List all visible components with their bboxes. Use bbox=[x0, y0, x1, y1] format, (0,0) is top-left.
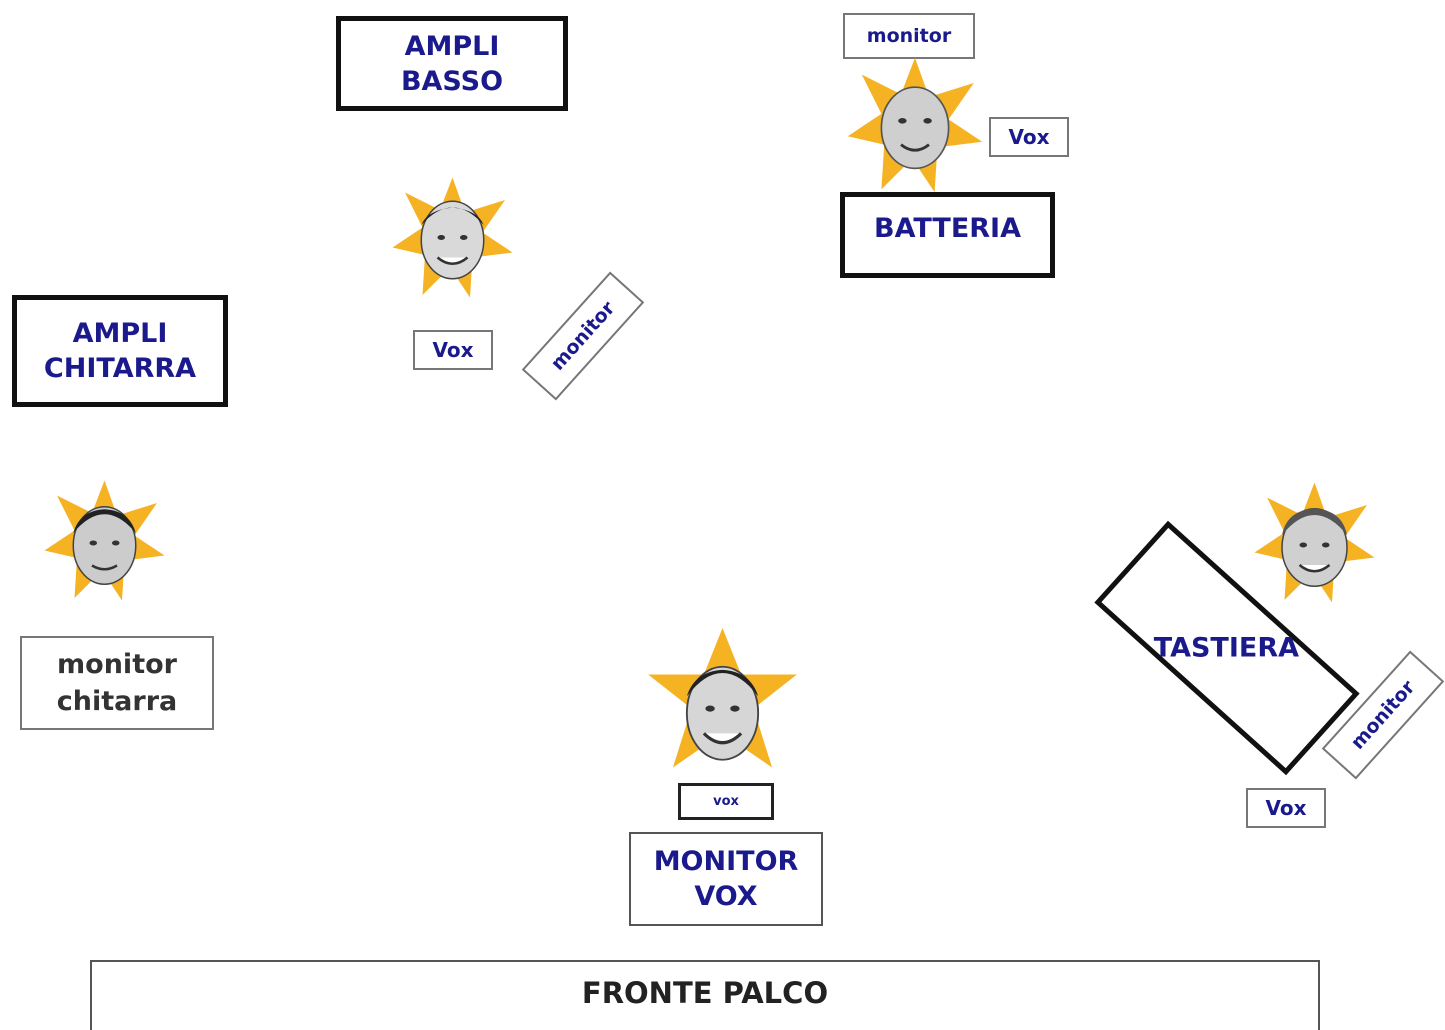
monitor-basso-box: monitor bbox=[521, 271, 645, 401]
monitor-chitarra-box: monitor chitarra bbox=[20, 636, 214, 730]
monitor-batteria-box: monitor bbox=[843, 13, 975, 59]
vox-basso-box: Vox bbox=[413, 330, 493, 370]
monitor-tastiera-label: monitor bbox=[1346, 676, 1420, 754]
ampli-basso-box: AMPLI BASSO bbox=[336, 16, 568, 111]
musician-basso bbox=[390, 175, 515, 300]
batteria-label: BATTERIA bbox=[873, 213, 1021, 244]
fronte-palco-label: FRONTE PALCO bbox=[581, 976, 829, 1010]
monitor-vox-box: MONITOR VOX bbox=[629, 832, 823, 926]
vox-tastiera-box: Vox bbox=[1246, 788, 1326, 828]
vox-voce-label: vox bbox=[713, 794, 739, 809]
monitor-batteria-label: monitor bbox=[866, 25, 952, 47]
batteria-box: BATTERIA bbox=[840, 192, 1055, 278]
fronte-palco: FRONTE PALCO bbox=[90, 960, 1320, 1030]
monitor-basso-label: monitor bbox=[546, 297, 620, 375]
monitor-vox-label: MONITOR VOX bbox=[653, 846, 799, 912]
vox-tastiera-label: Vox bbox=[1265, 796, 1307, 820]
star-face-icon bbox=[44, 480, 165, 601]
star-face-icon bbox=[847, 57, 983, 193]
vox-voce-box: vox bbox=[678, 783, 774, 820]
ampli-chitarra-box: AMPLI CHITARRA bbox=[12, 295, 228, 407]
vox-batteria-box: Vox bbox=[989, 117, 1069, 157]
musician-tastiera bbox=[1252, 480, 1377, 605]
ampli-chitarra-label: AMPLI CHITARRA bbox=[43, 318, 197, 384]
star-face-icon bbox=[392, 177, 513, 298]
star-face-icon bbox=[648, 628, 797, 768]
musician-chitarra bbox=[42, 478, 167, 603]
vox-basso-label: Vox bbox=[432, 338, 474, 362]
tastiera-label: TASTIERA bbox=[1154, 632, 1300, 664]
monitor-chitarra-label: monitor chitarra bbox=[56, 649, 178, 717]
star-face-icon bbox=[1254, 482, 1375, 603]
vox-batteria-label: Vox bbox=[1008, 125, 1050, 149]
musician-voce bbox=[645, 628, 800, 783]
musician-batteria bbox=[845, 55, 985, 195]
ampli-basso-label: AMPLI BASSO bbox=[400, 30, 504, 97]
